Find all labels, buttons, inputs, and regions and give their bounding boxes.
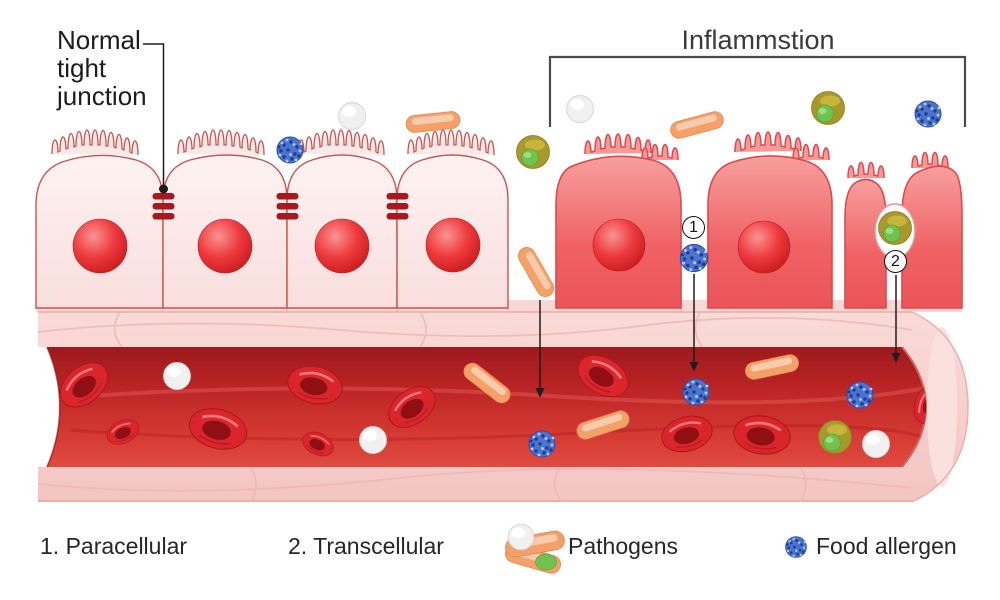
cell-nucleus <box>197 218 253 274</box>
annotation-lines <box>143 43 967 398</box>
microvilli <box>847 161 885 179</box>
food-allergen-icon <box>276 136 304 164</box>
olive-pathogen-icon <box>878 211 912 245</box>
tight-junction-leader-line <box>143 43 165 185</box>
legend-icons <box>502 523 807 576</box>
food-allergen-icon <box>682 378 710 406</box>
legend-paracellular: 1. Paracellular <box>40 533 188 559</box>
vessel-wall-texture <box>37 311 913 503</box>
cell-nucleus <box>737 220 791 274</box>
cell-nucleus <box>72 218 128 274</box>
legend-transcellular: 2. Transcellular <box>288 533 444 559</box>
leader-dot <box>159 184 168 194</box>
olive-pathogen-icon <box>516 135 550 169</box>
food-allergen-icon <box>528 430 556 458</box>
inflamed-epithelium <box>555 131 963 309</box>
blood-vessel <box>36 300 969 503</box>
legend-food-allergen: Food allergen <box>816 533 957 559</box>
tight-junctions <box>152 193 409 220</box>
microvilli <box>51 129 139 156</box>
inflammation-label: Inflammstion <box>681 25 835 55</box>
cell-nucleus <box>314 218 370 274</box>
inflammation-bracket <box>548 55 967 127</box>
transcellular-route-marker: 2 <box>884 250 907 273</box>
pathogen-entry-arrow <box>539 274 897 388</box>
rod-bacterium-icon <box>514 243 558 301</box>
arrowheads <box>535 353 901 398</box>
microvilli <box>584 133 652 155</box>
pathogen-cluster-icon <box>502 523 567 576</box>
allergen-sphere-icon <box>785 536 807 558</box>
rod-bacterium-icon <box>668 109 726 141</box>
normal-tight-junction-label: Normal tight junction <box>57 25 147 111</box>
cell-nucleus <box>425 217 481 273</box>
paracellular-route-marker: 1 <box>682 216 705 239</box>
legend-pathogens: Pathogens <box>568 533 678 559</box>
vessel-cut-end <box>927 327 957 487</box>
food-allergen-icon <box>679 243 709 273</box>
inflamed-cell <box>901 165 963 309</box>
white-coccus-icon <box>359 426 387 454</box>
white-coccus-icon <box>862 430 890 458</box>
microvilli <box>297 129 385 156</box>
inflamed-cell <box>844 178 887 309</box>
white-coccus-icon <box>566 95 594 123</box>
olive-pathogen-icon <box>811 91 845 125</box>
microvilli <box>734 131 802 153</box>
white-coccus-icon <box>338 102 366 130</box>
food-allergen-icon <box>914 100 942 128</box>
microvilli <box>407 129 495 156</box>
food-allergen-icon <box>846 381 874 409</box>
cell-nucleus <box>592 218 646 272</box>
rod-bacterium-icon <box>404 110 462 134</box>
normal-epithelium <box>35 129 509 309</box>
microvilli <box>177 129 265 156</box>
white-coccus-icon <box>163 362 191 390</box>
olive-pathogen-icon <box>818 420 852 454</box>
